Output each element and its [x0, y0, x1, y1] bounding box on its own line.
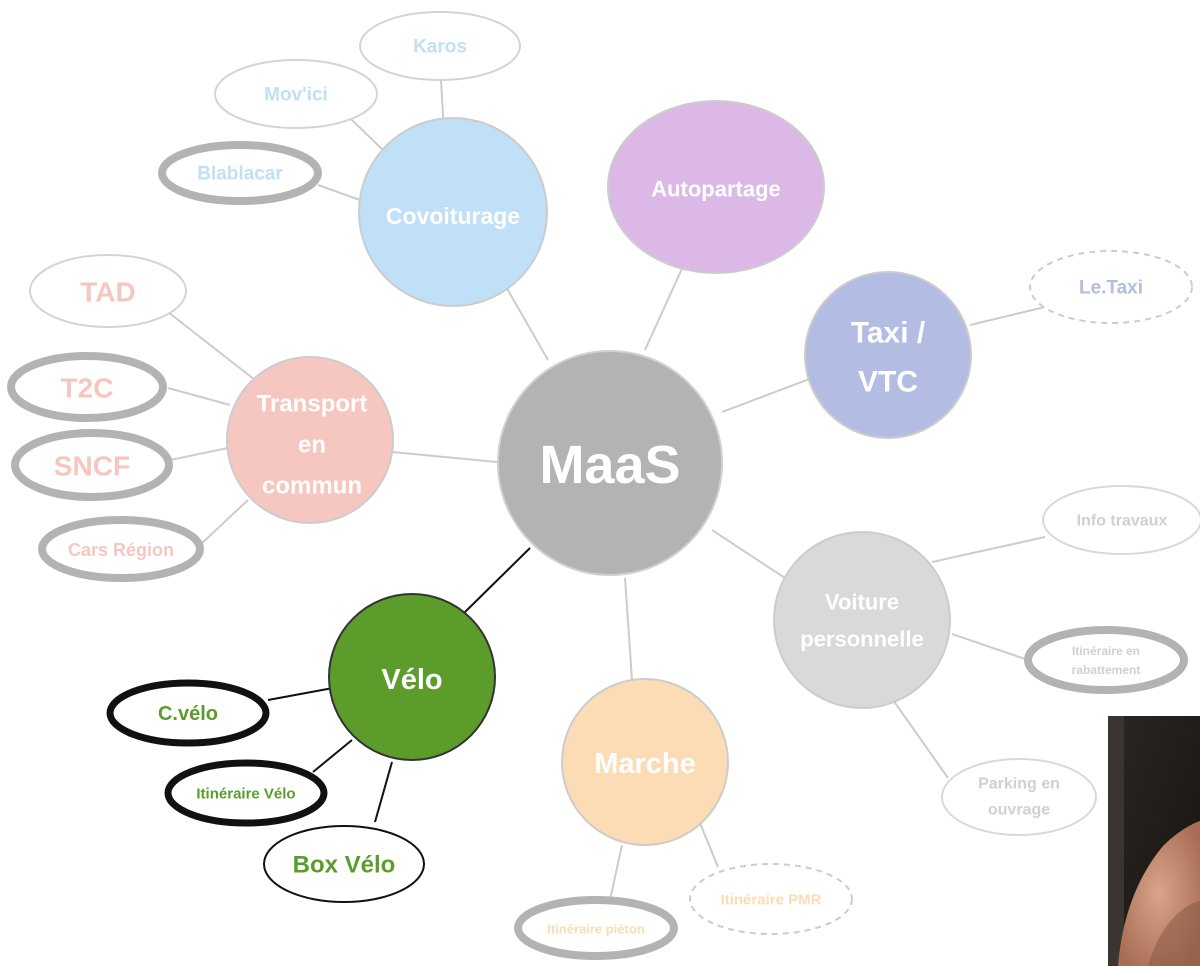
connector-marche — [624, 577, 633, 681]
leaf-blablacar: Blablacar — [158, 141, 322, 205]
node-autopartage: Autopartage — [607, 100, 825, 274]
sncf-label: SNCF — [54, 451, 130, 482]
leaf-parking-en-ouvrage: Parking en ouvrage — [941, 758, 1097, 836]
node-taxi-vtc: Taxi / VTC — [804, 271, 972, 439]
connector-voiture — [711, 529, 789, 581]
leaf-cvelo: C.vélo — [106, 679, 270, 747]
cars-region-label: Cars Région — [68, 540, 174, 560]
info-travaux-label: Info travaux — [1077, 513, 1168, 530]
karos-label: Karos — [413, 37, 467, 58]
node-maas: MaaS — [497, 350, 723, 576]
leaf-cars-region: Cars Région — [38, 516, 204, 582]
leaf-karos: Karos — [359, 11, 521, 81]
blablacar-label: Blablacar — [197, 164, 283, 185]
marche-label: Marche — [594, 748, 696, 780]
autopartage-label: Autopartage — [651, 177, 781, 202]
leaf-t2c: T2C — [7, 352, 167, 422]
connector-taxi — [721, 377, 813, 413]
webcam-photo-overlay — [1108, 716, 1200, 966]
leaf-box-velo: Box Vélo — [263, 825, 425, 903]
node-velo: Vélo — [328, 593, 496, 761]
leaf-itineraire-rabattement: Itinéraire en rabattement — [1024, 626, 1188, 694]
leaf-itineraire-pieton: Itinéraire piéton — [514, 896, 678, 960]
tad-label: TAD — [80, 277, 135, 308]
velo-label: Vélo — [381, 664, 442, 696]
connector-pmr — [699, 822, 719, 868]
connector-blablacar — [317, 184, 361, 201]
taxi-label-line1: Taxi / — [851, 317, 926, 350]
connector-movici — [349, 117, 389, 156]
connector-rabattement — [951, 633, 1029, 661]
maas-label: MaaS — [539, 435, 680, 495]
movici-label: Mov'ici — [264, 85, 328, 106]
leaf-itineraire-pmr: Itinéraire PMR — [689, 863, 853, 935]
box-velo-label: Box Vélo — [293, 852, 396, 879]
itineraire-pmr-label: Itinéraire PMR — [721, 892, 822, 909]
connector-cars-region — [199, 499, 249, 546]
leaf-info-travaux: Info travaux — [1042, 485, 1200, 555]
connector-covoiturage — [504, 284, 549, 361]
transport-label-line2: en — [298, 432, 326, 459]
taxi-label-line2: VTC — [858, 366, 918, 399]
leaf-letaxi: Le.Taxi — [1029, 250, 1193, 324]
connector-info-travaux — [931, 536, 1046, 563]
voiture-label-line2: personnelle — [800, 627, 923, 652]
itineraire-pieton-label: Itinéraire piéton — [547, 922, 645, 937]
connectors — [167, 79, 1046, 901]
leaf-sncf: SNCF — [11, 429, 173, 501]
node-voiture-personnelle: Voiture personnelle — [773, 531, 951, 709]
transport-label-line1: Transport — [257, 391, 368, 418]
connector-parking — [892, 699, 949, 779]
node-transport-en-commun: Transport en commun — [226, 356, 394, 524]
parking-label-line2: ouvrage — [988, 802, 1050, 819]
connector-velo — [464, 547, 531, 613]
cvelo-label: C.vélo — [158, 703, 218, 725]
letaxi-label: Le.Taxi — [1079, 278, 1143, 299]
connector-cvelo — [267, 687, 334, 701]
connector-sncf — [169, 447, 229, 461]
connector-tad — [167, 311, 256, 381]
node-covoiturage: Covoiturage — [358, 117, 548, 307]
connectors-velo — [267, 547, 531, 823]
connector-transport — [391, 451, 498, 463]
leaf-movici: Mov'ici — [214, 59, 378, 129]
connector-autopartage — [644, 261, 686, 351]
connector-box-velo — [374, 761, 393, 823]
covoiturage-label: Covoiturage — [386, 203, 520, 229]
rabattement-label-line2: rabattement — [1072, 663, 1141, 677]
connector-itineraire-velo — [312, 739, 353, 773]
leaf-itineraire-velo: Itinéraire Vélo — [164, 759, 328, 827]
parking-label-line1: Parking en — [978, 776, 1060, 793]
connector-letaxi — [969, 306, 1046, 326]
node-marche: Marche — [561, 678, 729, 846]
connector-t2c — [167, 387, 231, 406]
connector-pieton — [609, 844, 623, 901]
voiture-label-line1: Voiture — [825, 590, 899, 615]
t2c-label: T2C — [61, 373, 114, 404]
rabattement-label-line1: Itinéraire en — [1072, 644, 1140, 658]
leaf-tad: TAD — [29, 254, 187, 328]
itineraire-velo-label: Itinéraire Vélo — [196, 786, 295, 803]
transport-label-line3: commun — [262, 473, 362, 500]
